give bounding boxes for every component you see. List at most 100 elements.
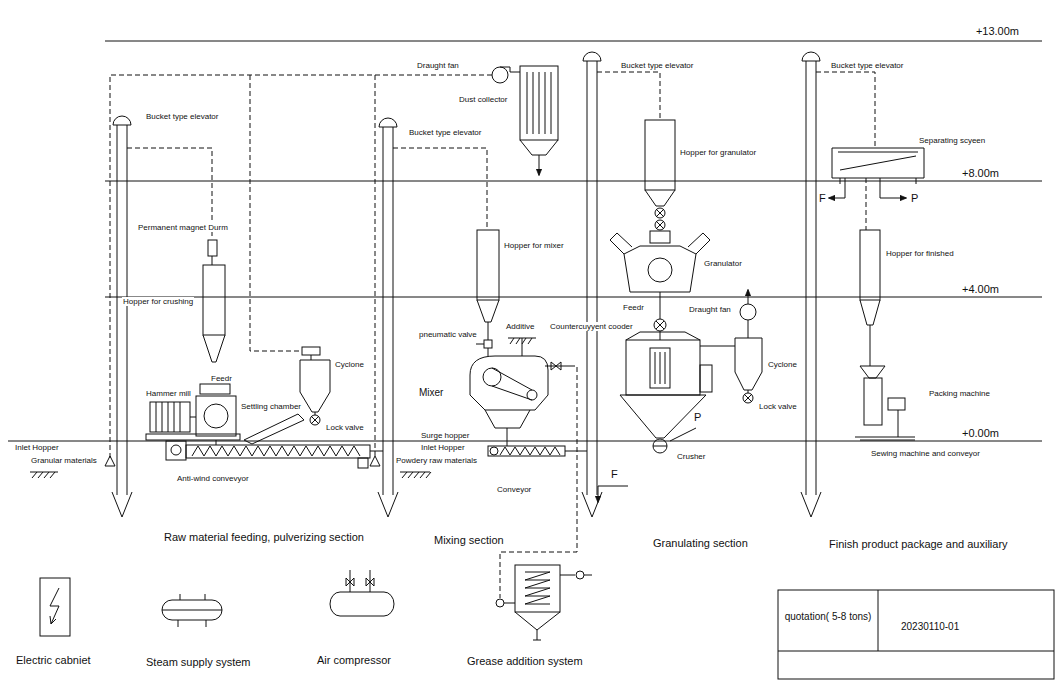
- bucket-elevator: [379, 118, 397, 127]
- equipment-label: Cyclone: [767, 360, 798, 369]
- flow-mark: F: [818, 192, 827, 205]
- crushing-equipment: [208, 240, 217, 256]
- granulating-equipment: [653, 446, 667, 447]
- granulating-equipment: [650, 231, 670, 243]
- granulating-equipment: [648, 258, 672, 282]
- flow-line: [597, 72, 660, 120]
- dust-collector: [492, 66, 558, 175]
- flow-line: [880, 178, 906, 198]
- crushing-equipment: [203, 265, 225, 335]
- equipment-label: Crusher: [676, 452, 706, 461]
- granulating-equipment: [654, 319, 666, 331]
- title-block-cell: 20230110-01: [900, 621, 960, 633]
- granulating-equipment: [645, 190, 675, 206]
- equipment-label: Mixer: [418, 387, 444, 399]
- crushing-equipment: [203, 335, 225, 362]
- level-line: [8, 41, 1042, 441]
- flow-line: [500, 366, 577, 598]
- bucket-elevator: [801, 61, 821, 517]
- section-title: Finish product package and auxiliary: [828, 538, 1009, 551]
- equipment-label: Countercuyyent cooder: [549, 322, 634, 331]
- equipment-label: Cyclone: [334, 360, 365, 369]
- granulating-equipment: [748, 320, 749, 338]
- equipment-label: pneumatic valve: [418, 330, 478, 339]
- mixing-equipment: [488, 446, 565, 456]
- mixing-equipment: [492, 368, 532, 400]
- dust-collector: [520, 140, 558, 155]
- granulating-equipment: [655, 208, 665, 218]
- equipment-label: Hammer mill: [145, 389, 192, 398]
- flow-line: [110, 72, 906, 598]
- equipment-label: Bucket type elevator: [145, 112, 219, 121]
- auxiliary-symbols: [330, 592, 394, 616]
- equipment-label: Surge hopper: [420, 431, 470, 440]
- mixing-equipment: [484, 340, 492, 348]
- granulating-equipment: [620, 395, 706, 438]
- equipment-label: Bucket type elevator: [620, 61, 694, 70]
- level-label: +4.00m: [961, 283, 1000, 296]
- anti-wind-conveyor: [192, 446, 360, 456]
- auxiliary-symbols: [40, 578, 70, 636]
- equipment-label: Granulator: [703, 259, 743, 268]
- bucket-elevator: [802, 52, 820, 61]
- equipment-label: Draught fan: [416, 61, 460, 70]
- crushing-equipment: [200, 384, 230, 394]
- auxiliary-symbols: [560, 575, 575, 576]
- granulating-equipment: [656, 221, 664, 229]
- mixing-equipment: [490, 447, 498, 455]
- auxiliary-symbols: [576, 571, 584, 579]
- packing-equipment: [860, 300, 880, 325]
- crushing-equipment: [244, 414, 304, 444]
- granulating-equipment: [656, 321, 664, 329]
- packing-equipment: [888, 398, 905, 410]
- mixing-equipment: [485, 410, 530, 428]
- bucket-elevator: [583, 52, 601, 61]
- equipment-label: Bucket type elevator: [408, 128, 482, 137]
- granulating-equipment: [655, 352, 665, 384]
- mixing-equipment: [477, 300, 499, 322]
- crushing-equipment: [310, 415, 320, 425]
- auxiliary-symbols: [350, 570, 370, 592]
- mixing-equipment: [565, 451, 587, 452]
- anti-wind-conveyor: [358, 458, 368, 468]
- title-block-cell: quotation( 5-8 tons): [783, 611, 873, 623]
- bucket-elevator: [582, 61, 602, 517]
- system-label: Grease addition system: [466, 655, 584, 668]
- granulating-equipment: [645, 120, 675, 190]
- auxiliary-symbols: [504, 603, 515, 604]
- level-line: [105, 41, 1042, 42]
- bucket-elevator: [112, 125, 132, 517]
- granulating-equipment: [660, 292, 661, 340]
- packing-equipment: [832, 148, 924, 178]
- auxiliary-symbols: [525, 572, 550, 604]
- level-label: +0.00m: [961, 427, 1000, 440]
- anti-wind-conveyor: [370, 456, 380, 466]
- granulating-equipment: [610, 120, 762, 453]
- title-block: [778, 590, 1054, 651]
- flow-line: [393, 148, 487, 230]
- level-line: [8, 441, 1042, 442]
- flow-mark: P: [693, 411, 702, 424]
- crushing-equipment: [311, 355, 312, 360]
- equipment-label: Draught fan: [688, 305, 732, 314]
- dust-collector: [520, 66, 558, 140]
- bucket-elevator: [113, 116, 131, 125]
- title-block: [778, 590, 1054, 679]
- anti-wind-conveyor: [186, 445, 370, 458]
- granulating-equipment: [748, 290, 749, 304]
- auxiliary-symbols: [584, 575, 592, 576]
- flow-line: [110, 75, 492, 458]
- flow-line: [598, 486, 628, 502]
- equipment-label: Inlet Hopper: [14, 443, 60, 452]
- packing-equipment: [860, 366, 885, 378]
- auxiliary-symbols: [162, 594, 222, 627]
- system-label: Electric cabniet: [15, 654, 92, 667]
- mixing-equipment: [507, 428, 508, 446]
- equipment-label: Hopper for mixer: [503, 241, 565, 250]
- mixing-equipment: [477, 230, 499, 300]
- equipment-label: Conveyor: [496, 485, 532, 494]
- granulating-equipment: [700, 365, 712, 392]
- section-title: Mixing section: [433, 534, 505, 547]
- crushing-equipment: [146, 240, 330, 445]
